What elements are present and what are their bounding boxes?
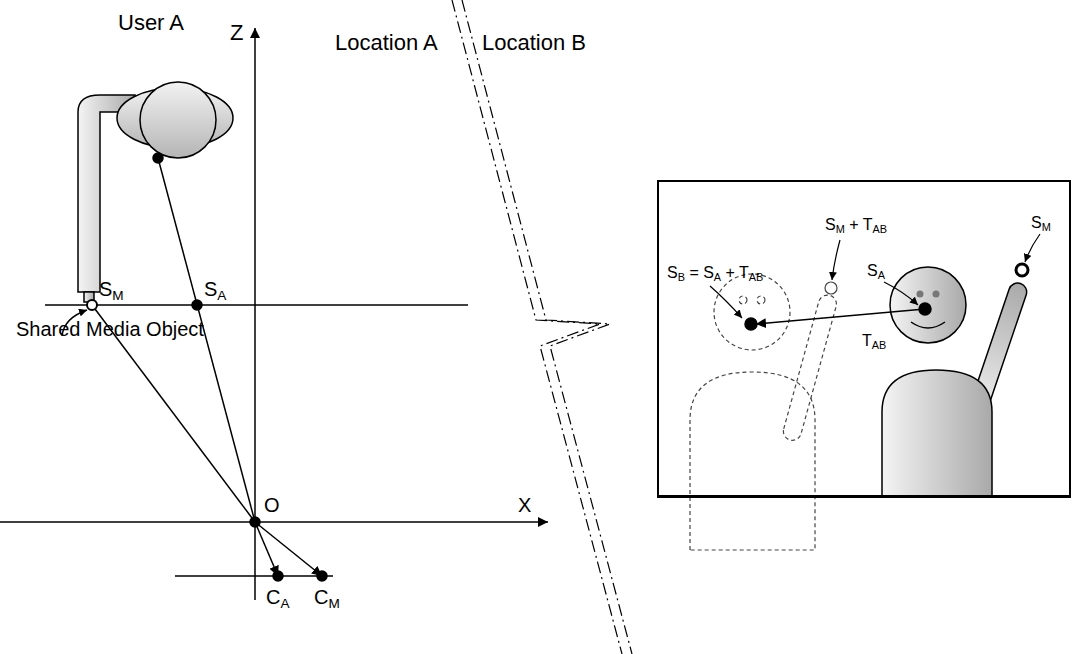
point-sa: [919, 303, 931, 315]
text-run: C: [314, 586, 328, 608]
location-divider: [462, 0, 632, 654]
text-run: X: [518, 494, 531, 516]
eye-point: [153, 153, 163, 163]
leader-line: [1025, 234, 1040, 262]
leader-line: [710, 286, 742, 318]
point-sm: [1016, 264, 1028, 276]
display-screen: SM + TABSB = SA + TABSASMTAB: [657, 180, 1071, 498]
subscript: AB: [872, 339, 887, 351]
point-sb: [745, 318, 757, 330]
point-label: SM: [99, 278, 124, 304]
text-run: S: [204, 278, 217, 300]
subscript: A: [714, 271, 721, 283]
user-eye: [917, 291, 924, 298]
leader-line: [884, 282, 918, 305]
subscript: AB: [872, 223, 887, 235]
vector-label: TAB: [862, 332, 886, 352]
text-run: S: [825, 216, 836, 233]
translation-vector: [756, 309, 925, 324]
text-run: Location B: [482, 30, 586, 55]
image-plane: [175, 575, 333, 577]
point-ca: [273, 571, 283, 581]
text-run: Z: [230, 20, 243, 45]
point-label: SM + TAB: [825, 216, 887, 236]
figure-label: User A: [118, 10, 184, 35]
text-run: T: [739, 264, 749, 281]
object-label: Shared Media Object: [16, 318, 90, 341]
projection-line: [158, 158, 255, 522]
origin-label: O: [264, 494, 280, 517]
media-plane: [45, 304, 468, 306]
text-run: T: [862, 332, 872, 349]
text-run: S: [1031, 214, 1042, 231]
point-label: SA: [867, 262, 885, 282]
point-label: SB = SA + TAB: [667, 264, 763, 284]
text-run: User A: [118, 10, 184, 35]
user-smile: [911, 322, 945, 328]
user-body: [882, 370, 992, 498]
projection-arrow: [255, 522, 278, 576]
text-run: +: [845, 216, 863, 233]
subscript: AB: [749, 271, 764, 283]
ghost-head: [714, 274, 790, 350]
text-run: S: [867, 262, 878, 279]
text-run: Shared Media Object: [16, 318, 204, 340]
text-run: C: [266, 586, 280, 608]
user-head: [890, 267, 966, 343]
point-sm: [87, 300, 97, 310]
point-sa: [192, 300, 202, 310]
x-axis: [0, 521, 548, 523]
subscript: A: [217, 288, 226, 303]
text-run: Location A: [335, 30, 438, 55]
text-run: T: [863, 216, 873, 233]
ghost-eye: [739, 296, 747, 304]
subscript: M: [836, 223, 845, 235]
subscript: M: [112, 288, 123, 303]
subscript: A: [878, 269, 885, 281]
origin: [250, 517, 260, 527]
subscript: M: [328, 596, 339, 611]
location-label: Location B: [482, 30, 586, 55]
subscript: B: [678, 271, 685, 283]
projection-arrow: [255, 522, 322, 576]
point-label: SA: [204, 278, 226, 304]
leader-line: [832, 240, 840, 280]
ghost-body: [690, 372, 815, 550]
subscript: A: [280, 596, 289, 611]
user-head: [140, 82, 216, 158]
ghost-media-point: [825, 282, 837, 294]
z-axis: [254, 28, 256, 600]
text-run: +: [721, 264, 739, 281]
text-run: S: [703, 264, 714, 281]
axis-label: Z: [230, 20, 243, 45]
user-eye: [933, 291, 940, 298]
point-label: SM: [1031, 214, 1051, 234]
point-label: CM: [314, 586, 340, 612]
location-divider: [452, 0, 622, 654]
subscript: M: [1042, 221, 1051, 233]
text-run: =: [685, 264, 703, 281]
location-label: Location A: [335, 30, 438, 55]
text-run: O: [264, 494, 280, 516]
ghost-eye: [757, 296, 765, 304]
text-run: S: [99, 278, 112, 300]
axis-label: X: [518, 494, 531, 517]
point-cm: [317, 571, 327, 581]
point-label: CA: [266, 586, 290, 612]
text-run: S: [667, 264, 678, 281]
